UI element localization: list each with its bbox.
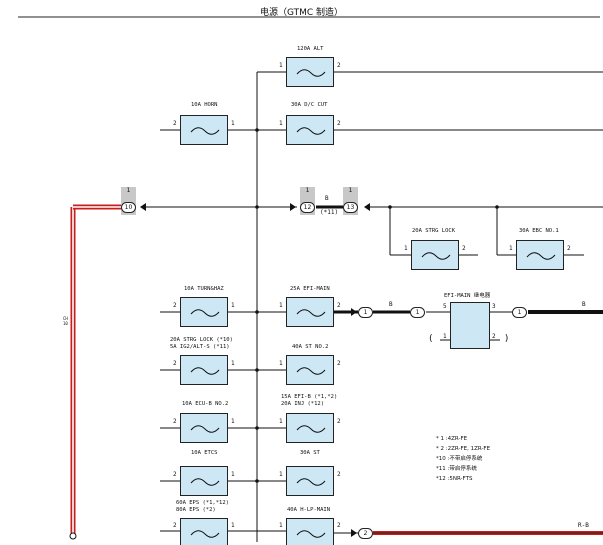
junction-dots (255, 128, 499, 483)
arrowheads (140, 203, 370, 537)
fuse-st (286, 466, 334, 496)
fuse-pin: 1 (279, 471, 283, 478)
connector-efimain-1: 1 (358, 307, 373, 318)
wire-label-vertical: CH 10 (63, 316, 68, 326)
fuse-pin: 1 (231, 302, 235, 309)
relay-pin-3: 3 (492, 303, 496, 310)
fuse-dc-cut (286, 115, 334, 145)
fuse-pin: 2 (337, 418, 341, 425)
fuse-st-no2 (286, 355, 334, 385)
fuse-pin: 1 (509, 245, 513, 252)
fuse-label-efib: 15A EFI-B (*1,*2) (281, 394, 338, 400)
fuse-label-alt: 120A ALT (297, 46, 324, 52)
fuse-pin: 2 (337, 522, 341, 529)
fuse-label-stno2: 40A ST NO.2 (292, 344, 329, 350)
fuse-label-eps80: 80A EPS (*2) (176, 507, 216, 513)
fuse-label-etcs: 10A ETCS (191, 450, 218, 456)
fuse-pin: 1 (231, 522, 235, 529)
relay-pin-1: 1 (443, 333, 447, 340)
wire-label-star11: (*11) (320, 209, 339, 216)
fuse-label-ecub: 10A ECU-B NO.2 (182, 401, 229, 407)
connector-10: 10 (121, 202, 136, 213)
fuse-h-lp-main (286, 518, 334, 545)
fuse-label-st: 30A ST (300, 450, 320, 456)
fuse-horn (180, 115, 228, 145)
wire-label-paren-left: ( (428, 334, 434, 344)
fuse-pin: 1 (279, 522, 283, 529)
fuse-pin: 2 (173, 360, 177, 367)
footnote: * 1 :4ZR-FE (436, 436, 468, 442)
fuse-pin: 2 (567, 245, 571, 252)
fuse-pin: 1 (231, 120, 235, 127)
fuse-ebc-no1 (516, 240, 564, 270)
connector-12: 12 (300, 202, 315, 213)
connector-relay-in-1: 1 (410, 307, 425, 318)
relay-label: EFI-MAIN 继电器 (444, 293, 491, 299)
fuse-pin: 1 (279, 120, 283, 127)
wire-label-r-b: R-B (578, 522, 589, 529)
fuse-pin: 2 (173, 418, 177, 425)
diagram-title: 电源（GTMC 制造） (259, 8, 344, 18)
fuse-label-efimain: 25A EFI-MAIN (290, 286, 330, 292)
fuse-pin: 1 (279, 418, 283, 425)
fuse-pin: 2 (337, 120, 341, 127)
fuse-label-horn: 10A HORN (191, 102, 218, 108)
connector-relay-out-1: 1 (512, 307, 527, 318)
fuse-pin: 1 (279, 360, 283, 367)
footnote: * 2 :2ZR-FE, 1ZR-FE (436, 446, 491, 452)
fuse-pin: 2 (173, 471, 177, 478)
connector-13: 13 (343, 202, 358, 213)
relay-pin-5: 5 (443, 303, 447, 310)
fuse-pin: 2 (173, 120, 177, 127)
fuse-label-hlp: 40A H-LP-MAIN (287, 507, 331, 513)
footnote: *12 :5NR-FTS (436, 476, 473, 482)
fuse-pin: 2 (173, 302, 177, 309)
fuse-efi-b-inj (286, 413, 334, 443)
fuse-strg-lock-ig2 (180, 355, 228, 385)
fuse-turn-haz (180, 297, 228, 327)
fuse-label-strglock: 20A STRG LOCK (412, 228, 456, 234)
fuse-alt (286, 57, 334, 87)
fuse-label-eps60: 60A EPS (*1,*12) (176, 500, 229, 506)
wire-label-b-left: B (389, 301, 393, 308)
fuse-pin: 1 (231, 418, 235, 425)
fuse-label-dccut: 30A D/C CUT (291, 102, 328, 108)
wire-label-b-right: B (582, 301, 586, 308)
fuse-label-inj: 20A INJ (*12) (281, 401, 325, 407)
fuse-pin: 2 (337, 62, 341, 69)
relay-pin-2: 2 (492, 333, 496, 340)
fuse-eps (180, 518, 228, 545)
fuse-pin: 2 (173, 522, 177, 529)
fuse-pin: 2 (462, 245, 466, 252)
connector-hlp-2: 2 (358, 528, 373, 539)
fuse-pin: 2 (337, 302, 341, 309)
fuse-label-ebc: 30A EBC NO.1 (519, 228, 559, 234)
fuse-strg-lock (411, 240, 459, 270)
fuse-pin: 1 (231, 360, 235, 367)
fuse-pin: 1 (231, 471, 235, 478)
fuse-pin: 2 (337, 360, 341, 367)
efi-main-relay (450, 302, 490, 349)
battery-terminal (69, 532, 77, 540)
footnote: *11 :带启停系统 (436, 466, 477, 472)
fuse-label-strglock-star10: 20A STRG LOCK (*10) (170, 337, 233, 343)
fuse-label-ig2: 5A IG2/ALT-S (*11) (170, 344, 230, 350)
fuse-efi-main (286, 297, 334, 327)
fuse-label-turnhaz: 10A TURN&HAZ (184, 286, 224, 292)
fuse-pin: 1 (279, 302, 283, 309)
fuse-pin: 1 (404, 245, 408, 252)
wire-label-paren-right: ) (504, 334, 510, 344)
fuse-pin: 2 (337, 471, 341, 478)
wire-label-b-top: B (325, 195, 329, 202)
footnotes: * 1 :4ZR-FE * 2 :2ZR-FE, 1ZR-FE *10 :不带启… (436, 434, 490, 484)
fuse-ecu-b-no2 (180, 413, 228, 443)
footnote: *10 :不带启停系统 (436, 456, 483, 462)
fuse-pin: 1 (279, 62, 283, 69)
fuse-etcs (180, 466, 228, 496)
